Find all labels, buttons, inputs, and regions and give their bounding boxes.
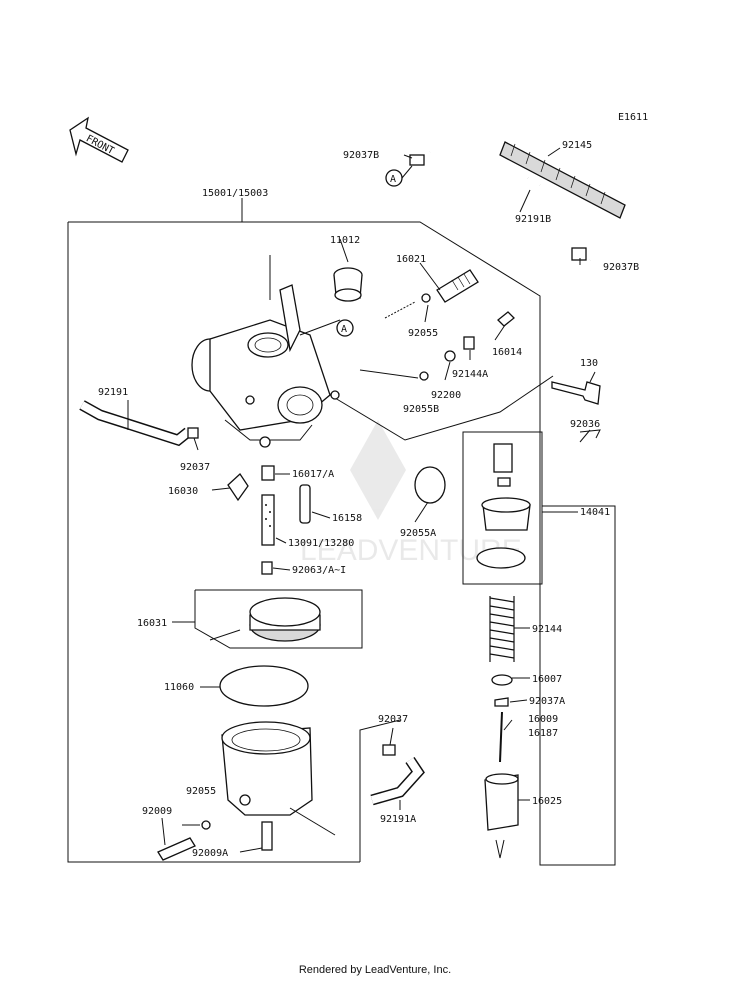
clip-92036: [579, 429, 601, 439]
main-jet-92063: [261, 561, 273, 575]
label-92055A: 92055A: [400, 528, 436, 539]
needle-jet-13091: [261, 494, 275, 546]
label-92144: 92144: [532, 624, 562, 635]
label-92055: 92055: [408, 328, 438, 339]
float-assembly: [194, 589, 363, 649]
throttle-valve-assembly: [462, 429, 601, 859]
label-92037-left: 92037: [180, 462, 210, 473]
hose-sleeve-92145: [499, 141, 626, 219]
screw-16014: [497, 311, 515, 327]
label-16187: 16187: [528, 728, 558, 739]
label-92037A: 92037A: [529, 696, 565, 707]
label-11012: 11012: [330, 235, 360, 246]
callout-a-body: [336, 319, 354, 337]
gasket-11060: [219, 665, 309, 707]
label-92191A: 92191A: [380, 814, 416, 825]
label-13091-13280: 13091/13280: [288, 538, 354, 549]
label-92036: 92036: [570, 419, 600, 430]
seat-16007: [491, 674, 513, 686]
label-92055B: 92055B: [403, 404, 439, 415]
jet-16017: [261, 465, 275, 481]
label-92009A: 92009A: [192, 848, 228, 859]
label-16009: 16009: [528, 714, 558, 725]
o-ring-92055: [421, 293, 431, 303]
label-16007: 16007: [532, 674, 562, 685]
throttle-parts: [333, 267, 601, 405]
svg-text:A: A: [341, 324, 347, 335]
cap-11012: [334, 288, 362, 302]
bolt-130: [551, 381, 601, 405]
needle-16009: [499, 711, 503, 763]
clamp-92037B-right: [571, 247, 587, 261]
screw-92009: [157, 837, 196, 861]
label-16158: 16158: [332, 513, 362, 524]
o-ring-92055-low: [201, 820, 211, 830]
label-16021: 16021: [396, 254, 426, 265]
o-ring-92055B: [419, 371, 429, 381]
leader-lines: [127, 147, 596, 853]
label-92200: 92200: [431, 390, 461, 401]
washer-92200: [444, 350, 456, 362]
carburetor-body: A: [191, 284, 354, 448]
label-92145: 92145: [562, 140, 592, 151]
label-92055-low: 92055: [186, 786, 216, 797]
label-16017A: 16017/A: [292, 469, 334, 480]
label-92037B-right: 92037B: [603, 262, 639, 273]
label-14041: 14041: [580, 507, 610, 518]
label-130: 130: [580, 358, 598, 369]
label-16025: 16025: [532, 796, 562, 807]
needle-valve-16030: [227, 473, 249, 502]
clip-92037A: [494, 697, 509, 707]
label-15001-15003: 15001/15003: [202, 188, 268, 199]
svg-text:A: A: [390, 174, 396, 185]
label-92037B-top: 92037B: [343, 150, 379, 161]
adjuster-14041: [493, 443, 513, 473]
label-92037-mid: 92037: [378, 714, 408, 725]
label-11060: 11060: [164, 682, 194, 693]
hose-92191: [79, 400, 199, 447]
hose-92191A: [370, 744, 425, 806]
part-labels: 92037B 92145 92191B 92037B 15001/15003 1…: [98, 140, 639, 859]
clamp-92037-left: [187, 427, 199, 439]
label-92191B: 92191B: [515, 214, 551, 225]
spring-92144A: [463, 336, 475, 350]
footer-credit: Rendered by LeadVenture, Inc.: [298, 964, 452, 976]
jets: [227, 465, 446, 575]
fuel-hose-assembly: A: [385, 141, 626, 262]
label-92144A: 92144A: [452, 369, 488, 380]
label-16014: 16014: [492, 347, 522, 358]
frame-lines: [67, 198, 616, 866]
label-16030: 16030: [168, 486, 198, 497]
label-92191: 92191: [98, 387, 128, 398]
drain-screw-92009A: [261, 821, 273, 851]
front-arrow-icon: FRONT: [69, 116, 129, 163]
spring-92144: [489, 596, 515, 662]
o-ring-92055A: [414, 466, 446, 504]
float-bowl: [157, 721, 336, 861]
screw-16021: [436, 269, 479, 303]
clamp-92037B-top: [409, 154, 425, 166]
clamp-92037-mid: [382, 744, 396, 756]
label-16031: 16031: [137, 618, 167, 629]
diagram-code: E1611: [618, 112, 649, 123]
label-92063: 92063/A~I: [292, 565, 346, 576]
label-92009: 92009: [142, 806, 172, 817]
pilot-jet-16158: [299, 484, 311, 524]
